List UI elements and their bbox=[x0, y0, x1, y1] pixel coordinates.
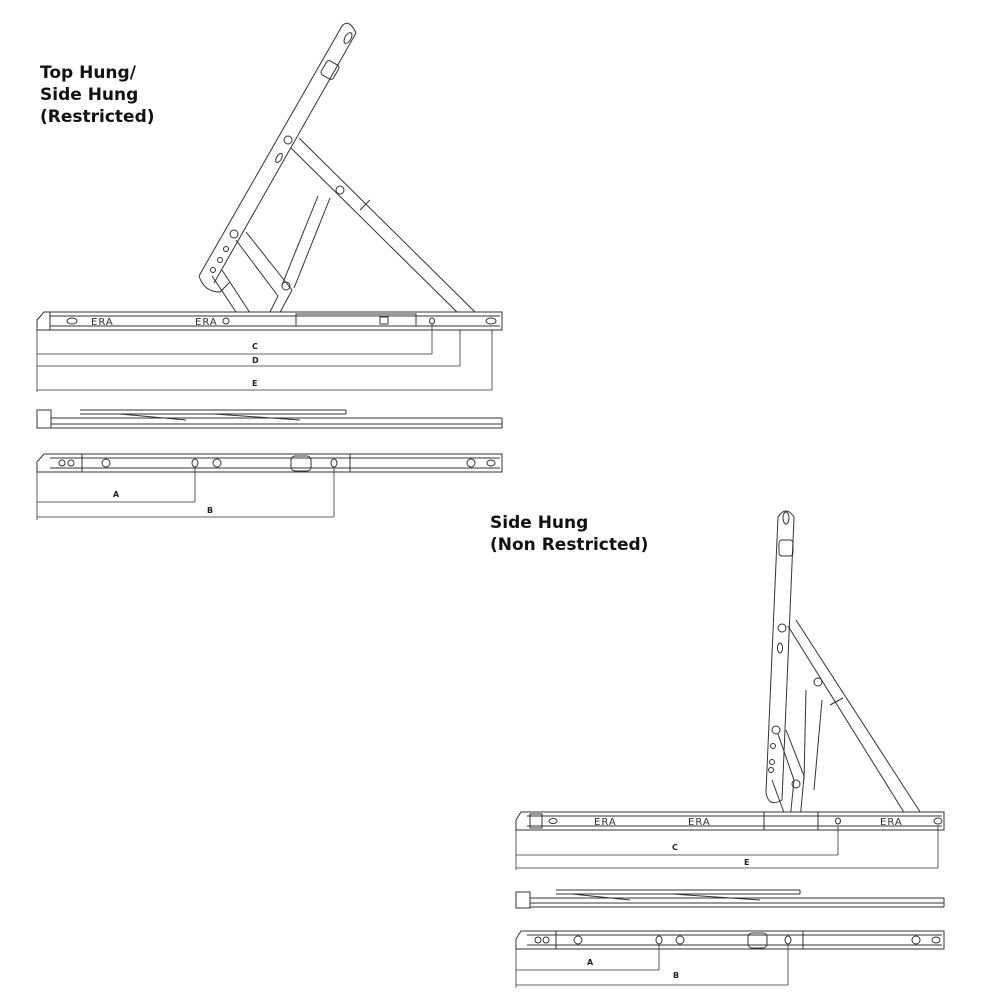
title-line-3: (Restricted) bbox=[40, 107, 155, 127]
title-line-2: Side Hung bbox=[40, 85, 139, 105]
dimension-label-d: D bbox=[252, 356, 259, 365]
era-mark: ERA bbox=[91, 317, 114, 328]
nonrestricted-hinge-open: ERA ERA ERA C E bbox=[515, 510, 945, 870]
dimension-label-c: C bbox=[672, 843, 678, 852]
support-arm bbox=[787, 619, 925, 829]
dimension-lines: A B bbox=[515, 944, 789, 988]
title-non-restricted: Side Hung (Non Restricted) bbox=[490, 512, 648, 556]
dimension-label-b: B bbox=[207, 506, 213, 515]
title-restricted: Top Hung/ Side Hung (Restricted) bbox=[40, 62, 155, 128]
title-line-2: (Non Restricted) bbox=[490, 535, 649, 555]
era-mark: ERA bbox=[594, 817, 617, 828]
era-mark: ERA bbox=[688, 817, 711, 828]
dimension-lines: C D E bbox=[36, 324, 493, 392]
restricted-hinge-closed bbox=[36, 453, 503, 473]
base-track: ERA ERA ERA bbox=[515, 811, 945, 831]
dimension-label-e: E bbox=[744, 858, 749, 867]
title-line-1: Top Hung/ bbox=[40, 63, 136, 83]
dimension-label-e: E bbox=[252, 379, 257, 388]
title-line-1: Side Hung bbox=[490, 513, 589, 533]
era-mark: ERA bbox=[195, 317, 218, 328]
restricted-hinge-open: ERA ERA C D E bbox=[36, 22, 503, 392]
support-arm bbox=[290, 137, 476, 327]
long-arm bbox=[198, 22, 357, 293]
nonrestricted-hinge-side-profile bbox=[515, 889, 945, 909]
nonrestricted-hinge-closed bbox=[515, 930, 945, 950]
base-track: ERA ERA bbox=[36, 311, 503, 331]
dimension-lines: A B bbox=[36, 467, 335, 520]
dimension-label-b: B bbox=[673, 971, 679, 980]
link-arms bbox=[211, 195, 331, 327]
era-mark: ERA bbox=[880, 817, 903, 828]
long-arm bbox=[765, 510, 795, 804]
restricted-hinge-side-profile bbox=[36, 409, 503, 429]
dimension-label-a: A bbox=[587, 958, 594, 967]
dimension-lines: C E bbox=[515, 826, 939, 870]
dimension-label-c: C bbox=[252, 342, 258, 351]
dimension-label-a: A bbox=[113, 490, 120, 499]
link-arms bbox=[764, 689, 823, 827]
